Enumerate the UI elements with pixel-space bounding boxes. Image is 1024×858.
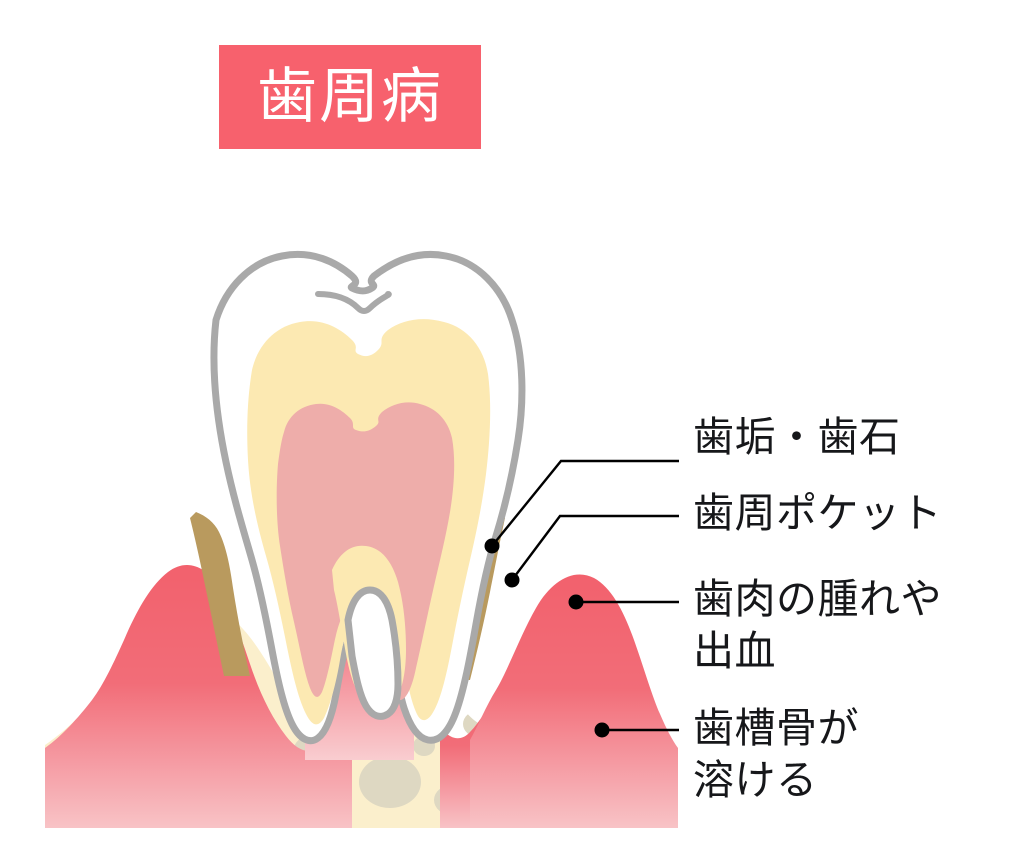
- callout-label-alveolar-bone: 歯槽骨が 溶ける: [693, 705, 859, 804]
- leader-dot-bone: [594, 722, 610, 738]
- leader-gum: [568, 594, 679, 610]
- title-banner: 歯周病: [219, 45, 481, 149]
- tooth-furcation: [344, 586, 402, 720]
- callout-label-periodontal-pocket: 歯周ポケット: [693, 490, 942, 536]
- leader-dot-pocket: [504, 572, 520, 588]
- leader-pocket: [504, 514, 679, 588]
- tooth: [210, 250, 526, 745]
- gum-left: [45, 564, 352, 828]
- leader-plaque: [484, 459, 679, 554]
- leader-bone: [594, 722, 679, 738]
- callout-label-plaque: 歯垢・歯石: [693, 414, 901, 460]
- crown-fissure: [315, 291, 392, 314]
- tartar-left: [190, 512, 250, 676]
- gum-right-peak: [470, 574, 678, 828]
- leader-dot-gum: [568, 594, 584, 610]
- leader-dot-plaque: [484, 538, 500, 554]
- callout-leaders: [484, 459, 679, 738]
- page-title: 歯周病: [257, 63, 443, 130]
- callout-label-gum-swelling: 歯肉の腫れや 出血: [693, 576, 942, 675]
